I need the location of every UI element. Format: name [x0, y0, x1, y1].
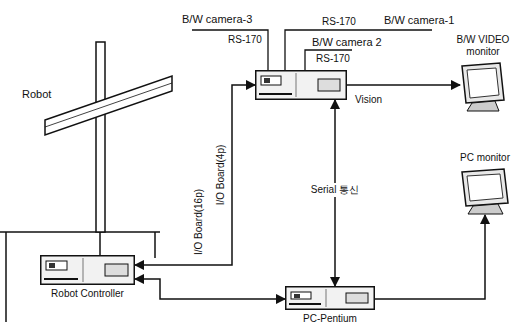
node-label: Vision: [355, 94, 382, 106]
edge-label: Serial 통신: [309, 183, 361, 197]
signal-name: RS-170: [322, 16, 356, 28]
connector: [135, 279, 285, 299]
device-drawing: [40, 255, 135, 285]
signal-name: RS-170: [316, 53, 350, 65]
video-monitor: B/W VIDEO monitor: [460, 62, 506, 112]
monitor-drawing: [460, 62, 506, 112]
pc-pentium: PC-Pentium: [285, 286, 375, 310]
device-drawing: [285, 286, 375, 310]
vision-unit: Vision: [255, 70, 347, 100]
connector: [375, 215, 485, 299]
edge-label: I/O Board(4p): [215, 145, 227, 206]
monitor-drawing: [460, 168, 510, 215]
board-label: I/O Board(16p): [193, 189, 205, 255]
node-label: Robot: [22, 88, 51, 100]
connector: [135, 85, 255, 265]
robot-label-box: Robot: [22, 86, 66, 102]
node-label: PC monitor: [460, 152, 510, 164]
node-label: B/W VIDEO monitor: [455, 34, 511, 58]
connector: [347, 84, 460, 86]
signal-name: RS-170: [228, 34, 262, 46]
pc-monitor: PC monitor: [460, 168, 510, 215]
camera-label: B/W camera-1: [384, 14, 454, 26]
camera-label: B/W camera-3: [182, 13, 252, 25]
node-label: Robot Controller: [51, 288, 124, 300]
robot-controller: Robot Controller: [40, 255, 135, 285]
device-drawing: [255, 70, 347, 100]
camera-label: B/W camera 2: [312, 36, 382, 48]
node-label: PC-Pentium: [303, 313, 357, 325]
